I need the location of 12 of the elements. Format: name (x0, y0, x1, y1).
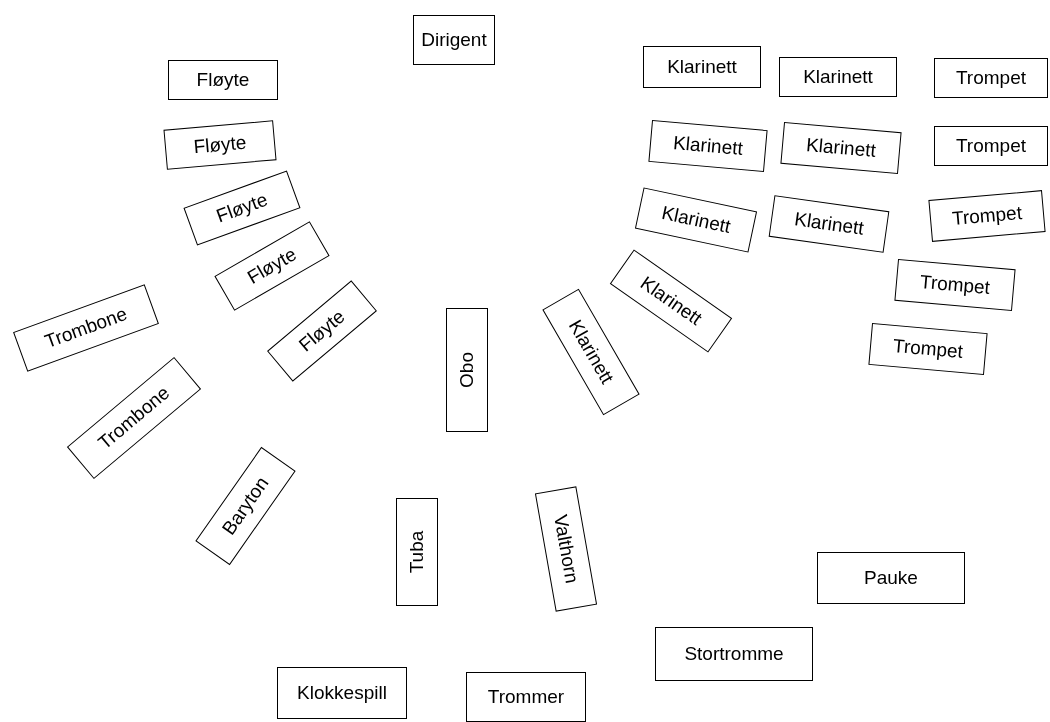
instrument-box: Klokkespill (277, 667, 407, 719)
instrument-box: Trompet (934, 58, 1048, 98)
instrument-box: Trompet (934, 126, 1048, 166)
instrument-box: Stortromme (655, 627, 813, 681)
instrument-box: Fløyte (168, 60, 278, 100)
instrument-box: Dirigent (413, 15, 495, 65)
instrument-box: Pauke (817, 552, 965, 604)
instrument-box: Klarinett (643, 46, 761, 88)
instrument-box: Klarinett (779, 57, 897, 97)
instrument-box: Obo (446, 308, 488, 432)
instrument-box: Tuba (396, 498, 438, 606)
instrument-box: Trommer (466, 672, 586, 722)
